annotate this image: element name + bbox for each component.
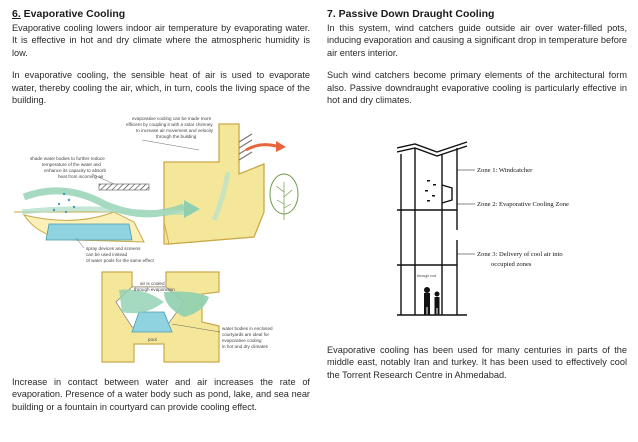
left-column: 6. Evaporative Cooling Evaporative cooli… [12, 8, 310, 106]
wind-catcher-diagram: through roof Zone 1: Windcatcher Zone 2:… [397, 141, 569, 316]
zone-3-label: Zone 3: Delivery of cool air into [477, 251, 563, 258]
courtyard-pool [131, 311, 173, 333]
section-heading-passive-down-draught: 7. Passive Down Draught Cooling [327, 8, 495, 20]
figure-label: shade water bodies to further reduce [30, 156, 105, 161]
figure-label: evaporative cooling can be made more [132, 116, 212, 121]
paragraph: In this system, wind catchers guide outs… [327, 23, 627, 58]
zone-2-label: Zone 2: Evaporative Cooling Zone [477, 201, 569, 208]
cool-air-zone [164, 291, 209, 317]
figure-label: water bodies in enclosed [222, 326, 273, 331]
figure-label: enhance its capacity to absorb [44, 168, 106, 173]
left-bottom-text: Increase in contact between water and ai… [12, 376, 310, 413]
right-column: 7. Passive Down Draught Cooling In this … [327, 8, 627, 106]
airflow-markers [425, 180, 436, 202]
paragraph: Such wind catchers become primary elemen… [327, 70, 627, 106]
hot-air-arrow [245, 143, 277, 152]
right-bottom-text: Evaporative cooling has been used for ma… [327, 344, 627, 381]
figure-label: through evaporation [134, 287, 175, 292]
paragraph: Evaporative cooling has been used for ma… [327, 345, 627, 380]
zone-3-label-continued: occupied zones [491, 261, 532, 268]
figure-label: through roof [417, 274, 436, 278]
arrow-head-icon [276, 141, 286, 152]
spray-device-icon [52, 192, 76, 214]
shade-canopy [98, 183, 150, 191]
people-icon [424, 287, 440, 315]
paragraph: Increase in contact between water and ai… [12, 377, 310, 412]
figure-label: efficient by coupling it with a solar ch… [126, 122, 213, 127]
zone-1-label: Zone 1: Windcatcher [477, 167, 533, 174]
figure-label: heat from incoming air [58, 174, 104, 179]
evaporative-cooling-diagram: evaporative cooling can be made more eff… [14, 116, 299, 363]
solar-chimney [238, 133, 253, 161]
figure-label: through the building [156, 134, 197, 139]
water-pool [45, 223, 133, 241]
figure-label: air is cooled [140, 281, 165, 286]
figure-label: evaporative cooling [222, 338, 262, 343]
figure-label: can be used instead [86, 252, 128, 257]
building-section-drawing [397, 141, 468, 316]
section-heading-evaporative-cooling: 6. Evaporative Cooling [12, 8, 126, 20]
figure-label: pool [148, 337, 157, 342]
paragraph: Evaporative cooling lowers indoor air te… [12, 23, 310, 58]
figure-label: spray devices and screens [86, 246, 141, 251]
figure-label: courtyards are ideal for [222, 332, 269, 337]
figure-label: of water pools for the same effect [86, 258, 155, 263]
cool-airflow [21, 171, 231, 221]
figure-label: temperature of the water and [42, 162, 101, 167]
figure-label: in hot and dry climates [222, 344, 269, 349]
paragraph: In evaporative cooling, the sensible hea… [12, 70, 310, 106]
figure-label: to increase air movement and velocity [136, 128, 214, 133]
